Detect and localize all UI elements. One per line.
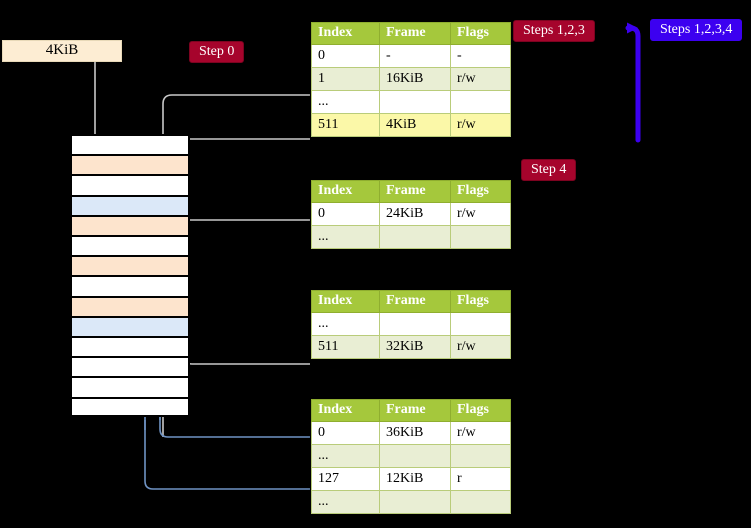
level-2-table-r1-c1 (379, 225, 451, 249)
level-2-table-r0-c1: 24KiB (379, 202, 451, 226)
level-4-table-header-flags: Flags (450, 399, 511, 422)
level-3-table-header-index: Index (311, 290, 380, 313)
level-2-table-r0-c0: 0 (311, 202, 380, 226)
level-1-table-header-frame: Frame (379, 22, 451, 45)
level-3-table-r1-c2: r/w (450, 335, 511, 359)
level-1-table-r0-c2: - (450, 44, 511, 68)
level-1-table-header-flags: Flags (450, 22, 511, 45)
table-row: ... (311, 312, 511, 336)
table-row: 0-- (311, 44, 511, 68)
memory-frame-12 (70, 376, 190, 397)
level-2-table-r1-c0: ... (311, 225, 380, 249)
level-3-table-header-frame: Frame (379, 290, 451, 313)
table-row: ... (311, 490, 511, 514)
steps-loop-arrow (625, 22, 641, 143)
steps-1234-badge: Steps 1,2,3,4 (650, 19, 743, 41)
level-3-table-r1-c1: 32KiB (379, 335, 451, 359)
level-3-table-r0-c1 (379, 312, 451, 336)
level-4-table-header-index: Index (311, 399, 380, 422)
level-1-table-r1-c2: r/w (450, 67, 511, 91)
level-1-table-r1-c0: 1 (311, 67, 380, 91)
level-1-table-r0-c0: 0 (311, 44, 380, 68)
level-4-table-r2-c0: 127 (311, 467, 380, 491)
level-1-table-r0-c1: - (379, 44, 451, 68)
step-0-label: Step 0 (199, 44, 235, 59)
steps-123-label: Steps 1,2,3 (523, 23, 585, 38)
memory-frame-3 (70, 194, 190, 215)
level-4-table-r2-c1: 12KiB (379, 467, 451, 491)
level-1-table-r2-c0: ... (311, 90, 380, 114)
level-4-table-header-frame: Frame (379, 399, 451, 422)
level-4-table-r1-c0: ... (311, 444, 380, 468)
connector-t2-row0-to-memory (178, 219, 310, 266)
level-2-table-header-index: Index (311, 180, 380, 203)
memory-frame-13 (70, 396, 190, 417)
connector-t3-row511-to-memory (185, 318, 310, 365)
step-4-badge: Step 4 (521, 159, 577, 181)
memory-frame-1 (70, 154, 190, 175)
memory-frame-10 (70, 336, 190, 357)
steps-123-badge: Steps 1,2,3 (513, 20, 595, 42)
level-1-table-r1-c1: 16KiB (379, 67, 451, 91)
memory-frame-7 (70, 275, 190, 296)
level-2-table-r0-c2: r/w (450, 202, 511, 226)
level-3-table-r1-c0: 511 (311, 335, 380, 359)
level-4-table-r2-c2: r (450, 467, 511, 491)
level-1-table-r3-c2: r/w (450, 113, 511, 137)
memory-frame-2 (70, 174, 190, 195)
table-row: ... (311, 90, 511, 114)
page-size-box: 4KiB (2, 40, 122, 62)
table-row: ... (311, 444, 511, 468)
step-0-badge: Step 0 (189, 41, 245, 63)
memory-frame-8 (70, 295, 190, 316)
level-3-table-r0-c0: ... (311, 312, 380, 336)
level-1-table-r2-c2 (450, 90, 511, 114)
memory-frame-6 (70, 255, 190, 276)
level-4-table-r0-c0: 0 (311, 421, 380, 445)
page-size-label: 4KiB (45, 42, 79, 58)
level-4-table-r3-c1 (379, 490, 451, 514)
memory-frame-0 (70, 134, 190, 155)
level-4-table-r0-c2: r/w (450, 421, 511, 445)
level-2-table-r1-c2 (450, 225, 511, 249)
level-1-table-r2-c1 (379, 90, 451, 114)
step-4-label: Step 4 (531, 162, 567, 177)
memory-frame-11 (70, 356, 190, 377)
level-1-table-header-index: Index (311, 22, 380, 45)
physical-memory-column (70, 134, 190, 417)
level-4-table-r3-c2 (450, 490, 511, 514)
memory-frame-5 (70, 235, 190, 256)
table-row: ... (311, 225, 511, 249)
level-1-table-r3-c0: 511 (311, 113, 380, 137)
steps-1234-label: Steps 1,2,3,4 (660, 22, 733, 37)
level-2-table-header-flags: Flags (450, 180, 511, 203)
memory-frame-4 (70, 214, 190, 235)
level-3-table-r0-c2 (450, 312, 511, 336)
level-4-table-r1-c2 (450, 444, 511, 468)
level-4-table-r1-c1 (379, 444, 451, 468)
memory-frame-9 (70, 315, 190, 336)
level-4-table-r0-c1: 36KiB (379, 421, 451, 445)
connector-t4-row127-to-memory (144, 420, 310, 490)
level-3-table-header-flags: Flags (450, 290, 511, 313)
level-2-table-header-frame: Frame (379, 180, 451, 203)
level-4-table-r3-c0: ... (311, 490, 380, 514)
level-1-table-r3-c1: 4KiB (379, 113, 451, 137)
